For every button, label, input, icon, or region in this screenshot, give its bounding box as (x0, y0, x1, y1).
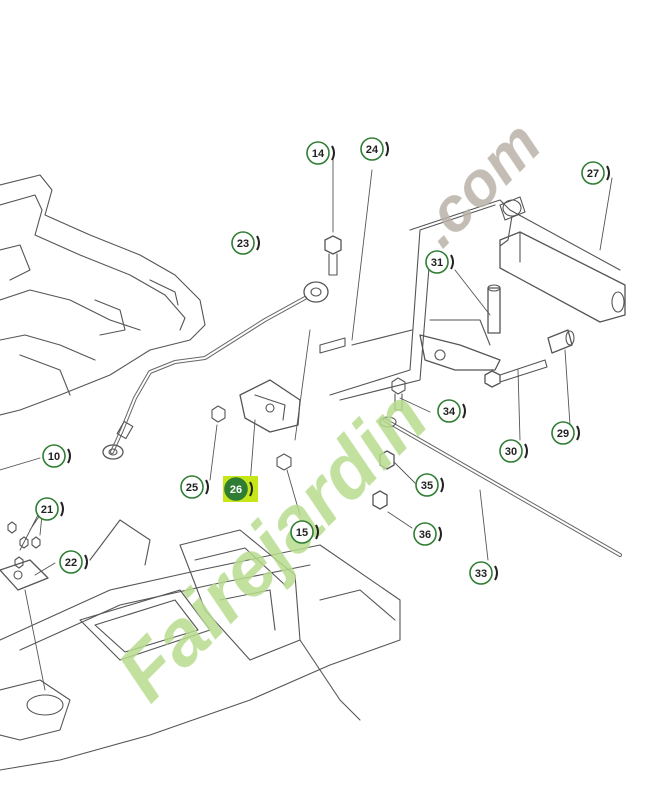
line-art (0, 159, 626, 771)
callout-label: 25 (186, 482, 198, 494)
callout-circle (360, 137, 384, 161)
nut-25 (209, 405, 226, 481)
callout-36[interactable]: 36 (413, 522, 442, 546)
rod-24 (294, 169, 413, 441)
callout-bracket (524, 443, 528, 459)
callout-label: 23 (237, 238, 249, 250)
callout-circle (437, 399, 461, 423)
callout-21[interactable]: 21 (35, 497, 64, 521)
callout-label: 14 (312, 148, 325, 160)
callout-29[interactable]: 29 (551, 421, 580, 445)
nut-36 (372, 490, 413, 529)
bracket-22 (0, 559, 49, 691)
callout-label: 36 (419, 529, 431, 541)
nut-15 (276, 453, 301, 516)
spindle-31 (419, 269, 501, 371)
axle-27 (499, 177, 626, 323)
callout-circle (231, 231, 255, 255)
callout-label: 10 (48, 451, 60, 463)
callout-25[interactable]: 25 (180, 475, 209, 499)
callout-label: 35 (421, 480, 433, 492)
bolts-21 (7, 514, 43, 569)
callout-bracket (67, 448, 71, 464)
lower-chassis (0, 519, 401, 771)
bushing-29 (547, 329, 575, 426)
right-structure (329, 199, 621, 401)
callout-circle (551, 421, 575, 445)
callout-label: 27 (587, 168, 599, 180)
nut-35 (379, 450, 416, 484)
pitman-plate-26 (239, 379, 301, 486)
callout-circle (499, 439, 523, 463)
callout-circle (290, 520, 314, 544)
callout-label: 26 (230, 484, 242, 496)
callout-bracket (331, 145, 335, 161)
callout-24[interactable]: 24 (360, 137, 389, 161)
callout-circle (180, 475, 204, 499)
callout-circle (59, 550, 83, 574)
callout-circle (224, 477, 248, 501)
callout-circle (35, 497, 59, 521)
callout-bracket (462, 403, 466, 419)
callout-label: 29 (557, 428, 569, 440)
callout-circle (581, 161, 605, 185)
callout-23[interactable]: 23 (231, 231, 260, 255)
callout-bracket (60, 501, 64, 517)
watermark-main-text: Fairejardin (100, 373, 444, 717)
callout-circle (413, 522, 437, 546)
callout-bracket (256, 235, 260, 251)
frame-left-structure (0, 174, 206, 416)
callout-15[interactable]: 15 (290, 520, 319, 544)
drag-link-23 (102, 281, 329, 460)
callout-bracket (494, 565, 498, 581)
bolt-34 (391, 377, 431, 413)
callout-bracket (440, 477, 444, 493)
callout-circle (425, 250, 449, 274)
callout-circle (415, 473, 439, 497)
callout-31[interactable]: 31 (425, 250, 454, 274)
callout-circle (469, 561, 493, 585)
callout-26[interactable]: 26 (223, 476, 258, 502)
callout-label: 30 (505, 446, 517, 458)
callout-label: 34 (443, 406, 456, 418)
callout-34[interactable]: 34 (437, 399, 466, 423)
callout-circle (306, 141, 330, 165)
bolt-30 (484, 359, 548, 441)
callout-label: 22 (65, 557, 77, 569)
callout-33[interactable]: 33 (469, 561, 498, 585)
watermark: Fairejardin .com (100, 109, 554, 717)
callout-bracket (249, 481, 253, 497)
tie-rod-33 (379, 416, 622, 561)
callout-35[interactable]: 35 (415, 473, 444, 497)
callout-bracket (315, 524, 319, 540)
callout-14[interactable]: 14 (306, 141, 335, 165)
callout-bracket (450, 254, 454, 270)
callouts: 10 14 15 21 22 23 24 25 26 27 29 30 31 33 34 35 36 (35, 137, 610, 585)
callout-bracket (385, 141, 389, 157)
callout-bracket (205, 479, 209, 495)
callout-bracket (576, 425, 580, 441)
callout-label: 31 (431, 257, 443, 269)
callout-label: 33 (475, 568, 487, 580)
callout-27[interactable]: 27 (581, 161, 610, 185)
callout-label: 21 (41, 504, 53, 516)
callout-bracket (84, 554, 88, 570)
callout-label: 24 (366, 144, 379, 156)
callout-bracket (438, 526, 442, 542)
callout-30[interactable]: 30 (499, 439, 528, 463)
callout-10[interactable]: 10 (42, 444, 71, 468)
callout-circle (42, 444, 66, 468)
callout-22[interactable]: 22 (59, 550, 88, 574)
bolt-14 (324, 159, 342, 276)
callout-bracket (606, 165, 610, 181)
callout-label: 15 (296, 527, 308, 539)
